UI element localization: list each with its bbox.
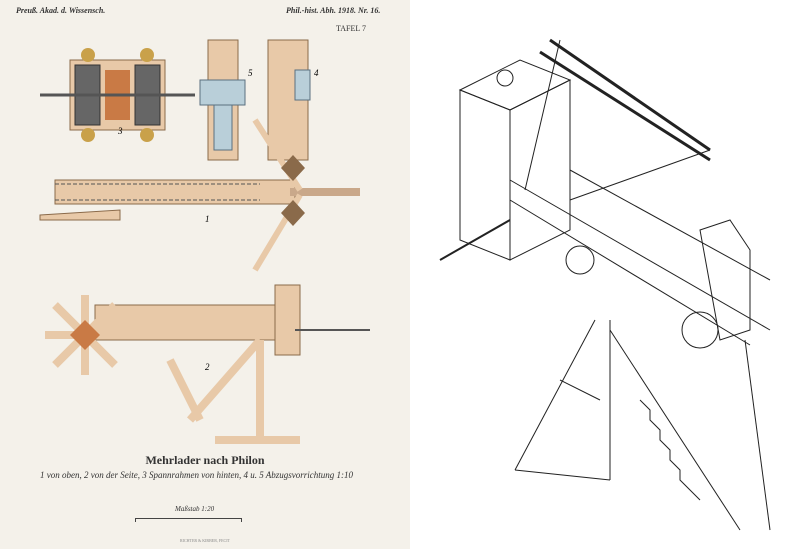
figure-label-5: 5 — [248, 68, 253, 78]
plate-figures: 3 5 4 1 2 — [39, 39, 370, 444]
figure-label-4: 4 — [314, 68, 319, 78]
bow-arms — [524, 38, 711, 201]
figure-3-tension-frame — [40, 48, 195, 142]
figure-2-side-view — [45, 284, 370, 444]
lithograph-plate: Preuß. Akad. d. Wissensch. Phil.-hist. A… — [0, 0, 410, 549]
figure-label-1: 1 — [205, 214, 210, 224]
figure-5-trigger — [199, 39, 246, 161]
scale-label: Maßstab 1:20 — [175, 505, 215, 513]
figure-4-trigger — [267, 39, 311, 161]
plate-number: TAFEL 7 — [336, 24, 366, 33]
printer-credit: RICHTER & KIRBER, FECIT — [179, 538, 230, 543]
stock — [439, 169, 771, 349]
isometric-line-drawing — [410, 0, 800, 549]
tripod-stand — [514, 319, 741, 531]
header-left: Preuß. Akad. d. Wissensch. — [16, 6, 106, 15]
header-right: Phil.-hist. Abh. 1918. Nr. 16. — [286, 6, 381, 15]
figure-label-2: 2 — [205, 362, 210, 372]
tension-box — [458, 59, 572, 261]
figure-1-top-view — [39, 118, 360, 272]
figure-label-3: 3 — [117, 126, 123, 136]
plate-subtitle: 1 von oben, 2 von der Seite, 3 Spannrahm… — [40, 470, 354, 480]
plate-title: Mehrlader nach Philon — [145, 453, 265, 467]
scale-bar — [135, 518, 242, 522]
